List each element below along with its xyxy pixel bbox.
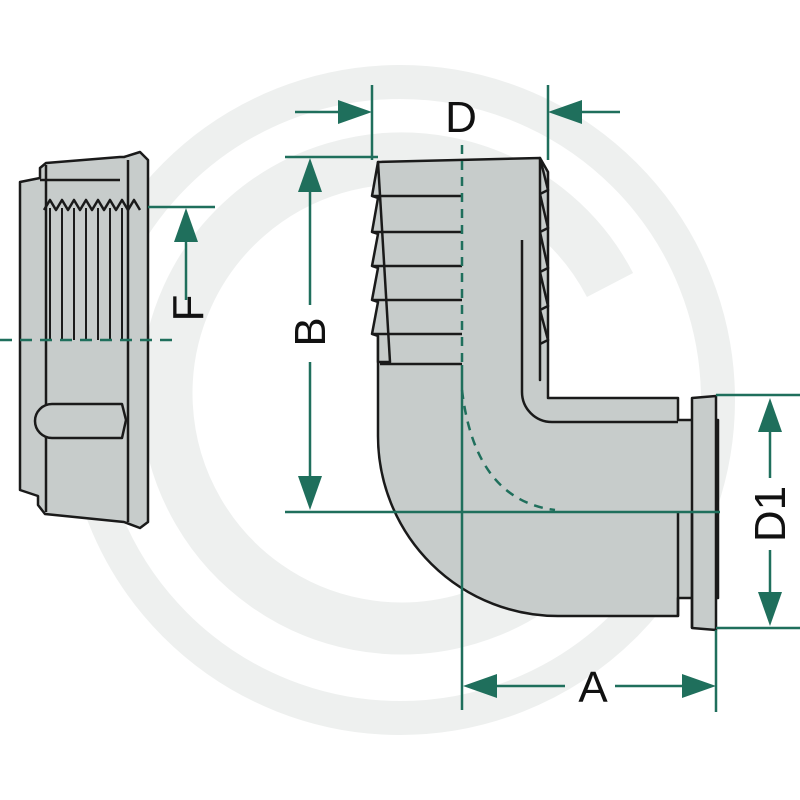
label-d1: D1 [746,486,795,542]
center-lines [0,145,720,710]
dimension-arrows [174,100,782,698]
label-b: B [286,317,335,346]
extension-lines [148,85,800,712]
label-d: D [445,93,477,142]
dimension-labels: D A B D1 F [164,93,795,712]
label-a: A [578,663,608,712]
label-f: F [164,295,213,322]
